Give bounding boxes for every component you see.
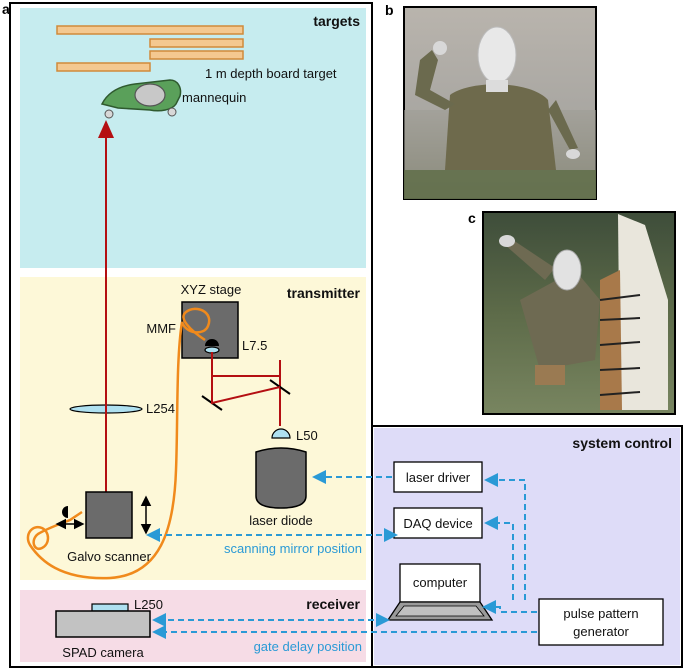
xyz-stage-label: XYZ stage: [181, 282, 242, 297]
mmf-fiber: [26, 307, 211, 580]
receiver-title: receiver: [306, 596, 360, 612]
mannequin-icon: [100, 79, 182, 119]
l50-label: L50: [296, 428, 318, 443]
galvo-scanner-label: Galvo scanner: [67, 549, 151, 564]
computer-label: computer: [413, 575, 468, 590]
mannequin-photo-c: [482, 211, 676, 415]
system-control-title: system control: [572, 435, 672, 451]
laser-driver-label: laser driver: [406, 470, 471, 485]
daq-device-box: [393, 507, 483, 539]
l250-lens: [91, 603, 129, 612]
spad-camera-label: SPAD camera: [62, 645, 144, 660]
panel-letter-b: b: [385, 2, 394, 18]
scanning-mirror-position-label: scanning mirror position: [224, 541, 362, 556]
mannequin-photo-b: [403, 6, 597, 200]
l254-label: L254: [146, 401, 175, 416]
board-target: [56, 25, 244, 72]
fiber-port-icon: [205, 339, 219, 346]
panel-letter-c: c: [468, 210, 476, 226]
gate-delay-position-label: gate delay position: [254, 639, 362, 654]
signal-lines: [146, 470, 537, 639]
l50-lens: [271, 428, 291, 439]
laser-diode-label: laser diode: [249, 513, 313, 528]
panel-letter-a: a: [2, 1, 10, 17]
mannequin-label: mannequin: [182, 90, 246, 105]
daq-device-label: DAQ device: [403, 516, 472, 531]
galvo-port-icon: [62, 506, 68, 518]
board-target-label: 1 m depth board target: [205, 66, 337, 81]
pulse-pattern-label-2: generator: [573, 624, 629, 639]
targets-title: targets: [313, 13, 360, 29]
l7-5-label: L7.5: [242, 338, 267, 353]
pulse-pattern-label-1: pulse pattern: [563, 606, 638, 621]
panel-a-frame: [9, 2, 373, 668]
laser-diode: [255, 447, 307, 509]
computer-icon: [386, 563, 494, 621]
transmitter-title: transmitter: [287, 285, 361, 301]
mmf-label: MMF: [146, 321, 176, 336]
pulse-pattern-generator-box: [538, 598, 664, 646]
laser-driver-box: [393, 461, 483, 493]
l250-label: L250: [134, 597, 163, 612]
spad-camera: [55, 610, 151, 638]
galvo-scanner: [85, 491, 133, 539]
